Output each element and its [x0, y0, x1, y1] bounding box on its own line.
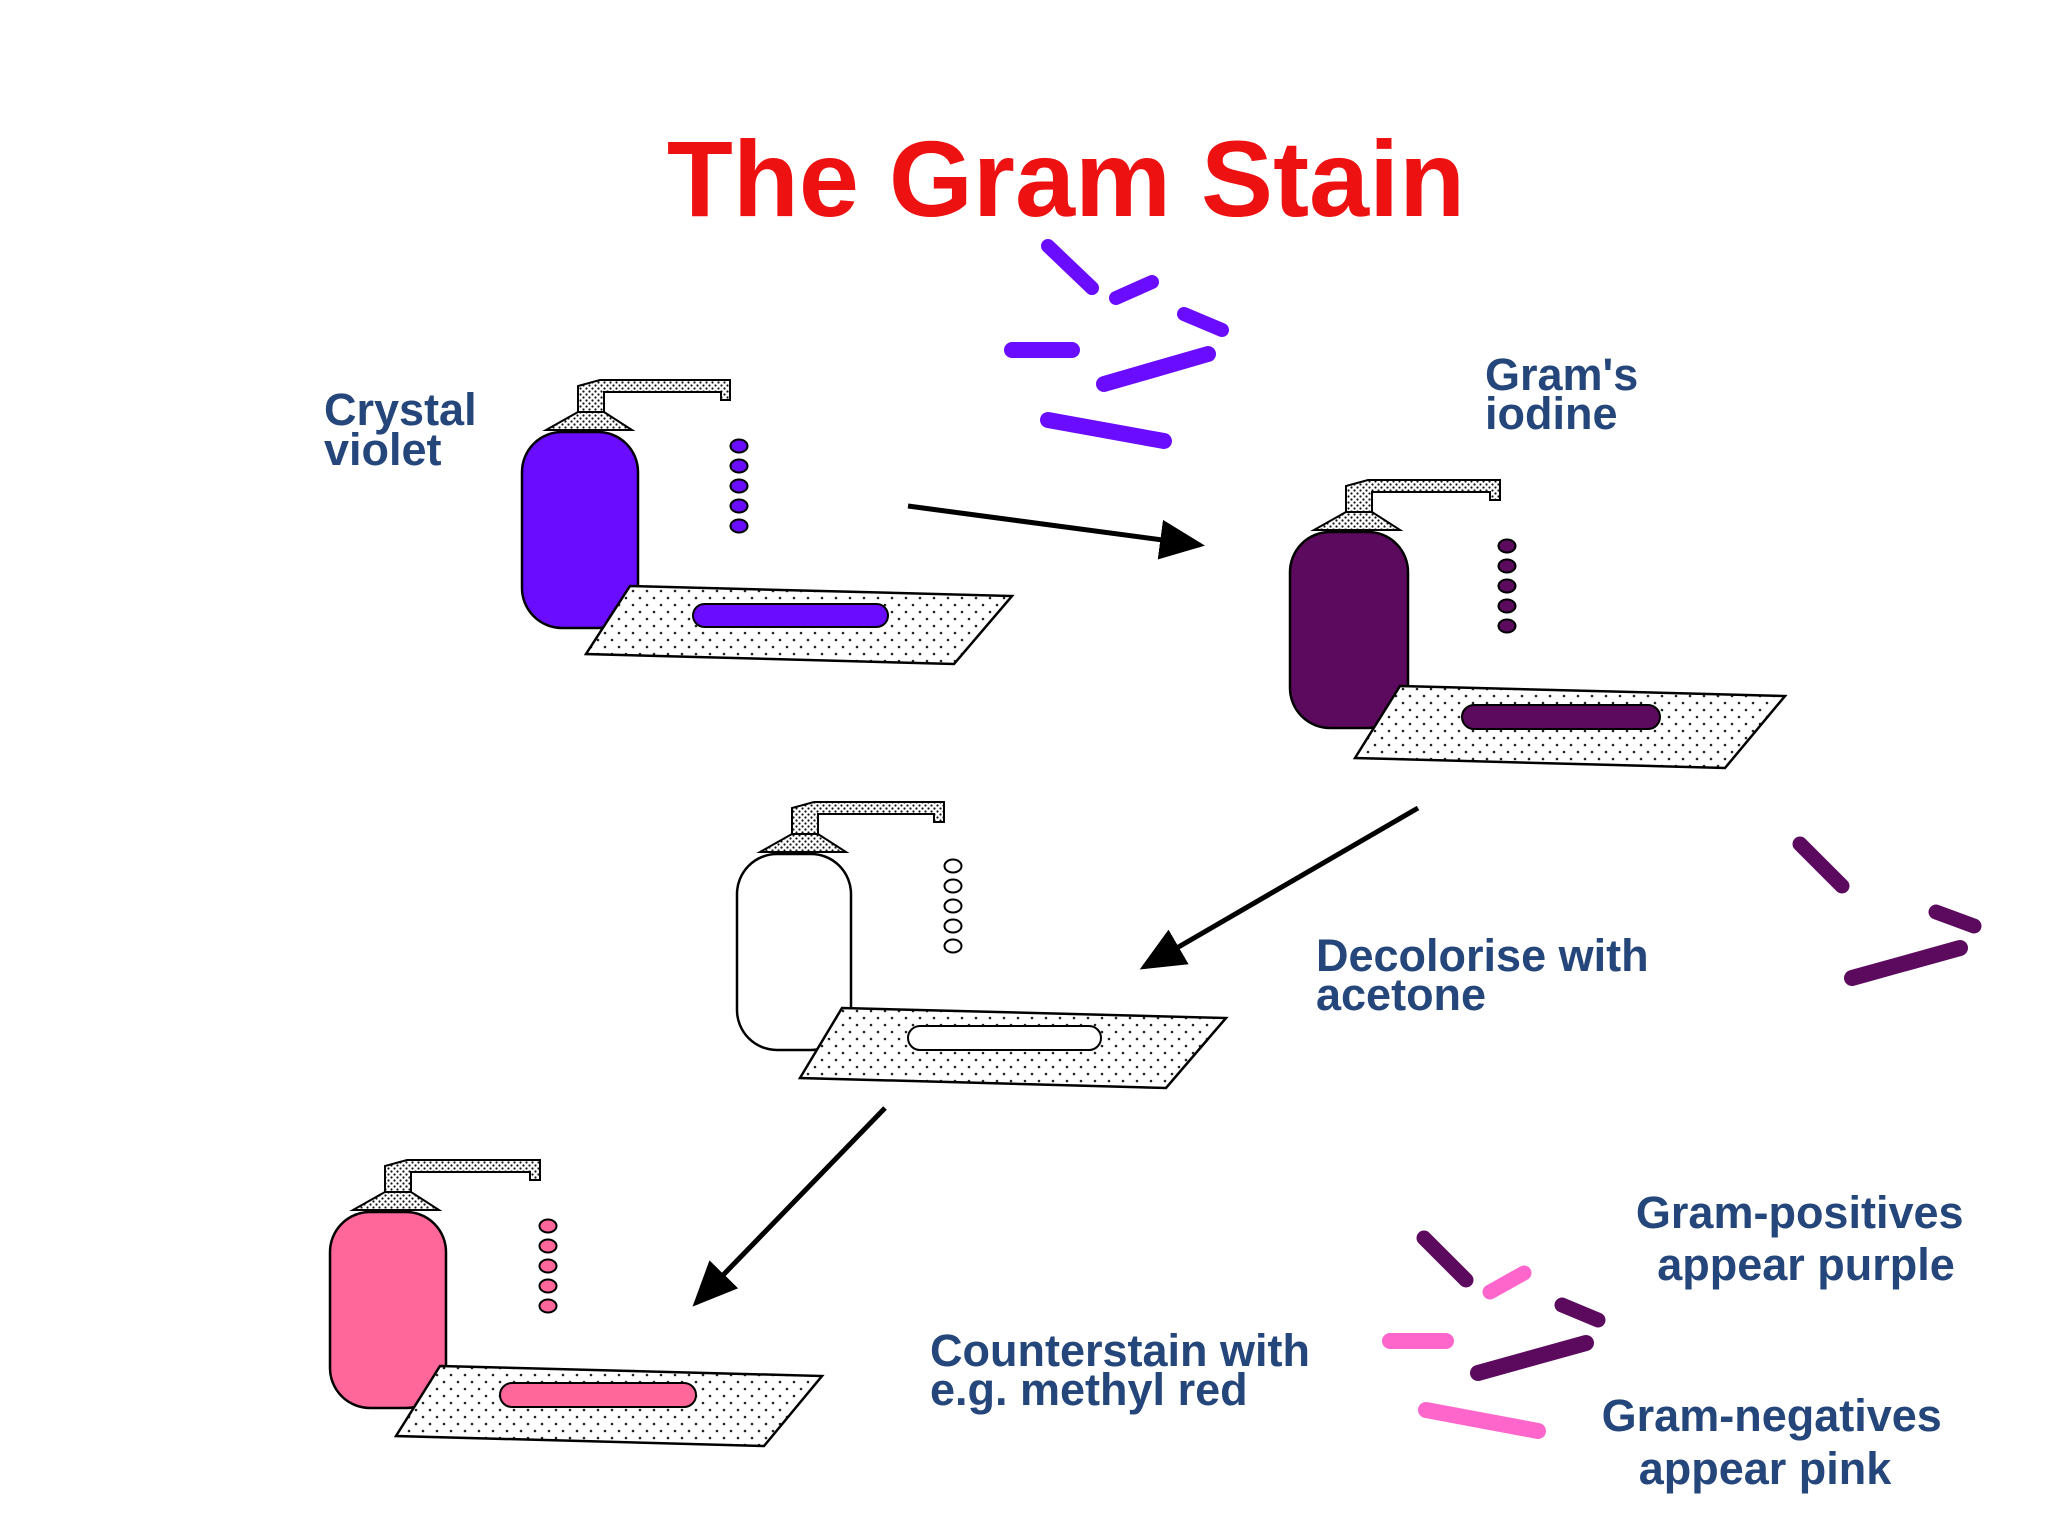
rod-gram-negative	[1482, 1265, 1532, 1300]
slide-crystal-violet	[583, 584, 1015, 666]
arrow-step2-to-step3	[1139, 805, 1420, 970]
wash-bottle-counterstain	[328, 1159, 541, 1410]
drop	[1497, 598, 1517, 614]
step-label-grams-iodine: Gram's iodine	[1485, 349, 1651, 439]
bacteria-final-mixed-cluster	[1382, 1230, 1606, 1439]
page-title: The Gram Stain	[667, 118, 1465, 239]
drops-crystal-violet	[729, 438, 749, 534]
rod-gram-positive	[1554, 1297, 1606, 1328]
bacteria-crystal-violet-cluster	[1004, 239, 1229, 449]
rod-gram-positive	[1416, 1230, 1474, 1288]
rod-gram-negative	[1418, 1402, 1546, 1439]
rod-bacterium	[1041, 239, 1099, 295]
rod-bacterium	[1109, 275, 1159, 305]
drop	[729, 438, 749, 454]
drop	[943, 858, 963, 874]
wash-bottle-acetone	[735, 801, 945, 1052]
rod-bacterium	[1928, 904, 1982, 934]
drop	[1497, 538, 1517, 554]
drops-acetone	[943, 858, 963, 954]
drop	[538, 1258, 558, 1274]
drop	[729, 478, 749, 494]
wash-bottle-grams-iodine	[1288, 479, 1501, 730]
rod-gram-positive	[1470, 1335, 1594, 1381]
drop	[538, 1278, 558, 1294]
slide-grams-iodine	[1352, 684, 1788, 770]
drop	[943, 938, 963, 954]
step-counterstain: Counterstain with e.g. methyl red	[328, 1159, 1323, 1448]
step-label-crystal-violet: Crystal violet	[324, 384, 489, 475]
drop	[538, 1238, 558, 1254]
step-decolorise-acetone: Decolorise with acetone	[735, 801, 1661, 1090]
drops-counterstain	[538, 1218, 558, 1314]
bacteria-iodine-cluster	[1792, 836, 1982, 986]
drop	[729, 458, 749, 474]
drop	[1497, 578, 1517, 594]
slide-counterstain	[393, 1364, 825, 1448]
arrow-step1-to-step2	[907, 503, 1205, 560]
drop	[943, 898, 963, 914]
arrow-step3-to-step4	[692, 1106, 887, 1307]
rod-bacterium	[1177, 307, 1229, 337]
drop	[943, 878, 963, 894]
step-label-counterstain: Counterstain with e.g. methyl red	[930, 1325, 1323, 1415]
drop	[729, 518, 749, 534]
slide-acetone	[797, 1006, 1229, 1090]
step-crystal-violet: Crystal violet	[324, 379, 1015, 666]
wash-bottle-crystal-violet	[520, 379, 731, 630]
step-grams-iodine: Gram's iodine	[1288, 349, 1788, 770]
drops-grams-iodine	[1497, 538, 1517, 634]
step-label-decolorise-acetone: Decolorise with acetone	[1316, 930, 1661, 1020]
drop	[729, 498, 749, 514]
drop	[1497, 558, 1517, 574]
legend-gram-negative: Gram-negatives appear pink	[1602, 1390, 1955, 1494]
rod-bacterium	[1040, 412, 1172, 449]
rod-bacterium	[1792, 836, 1850, 894]
rod-bacterium	[1096, 346, 1216, 392]
drop	[1497, 618, 1517, 634]
drop	[538, 1298, 558, 1314]
rod-bacterium	[1844, 940, 1968, 986]
drop	[943, 918, 963, 934]
drop	[538, 1218, 558, 1234]
legend-gram-positive: Gram-positives appear purple	[1636, 1187, 1976, 1290]
